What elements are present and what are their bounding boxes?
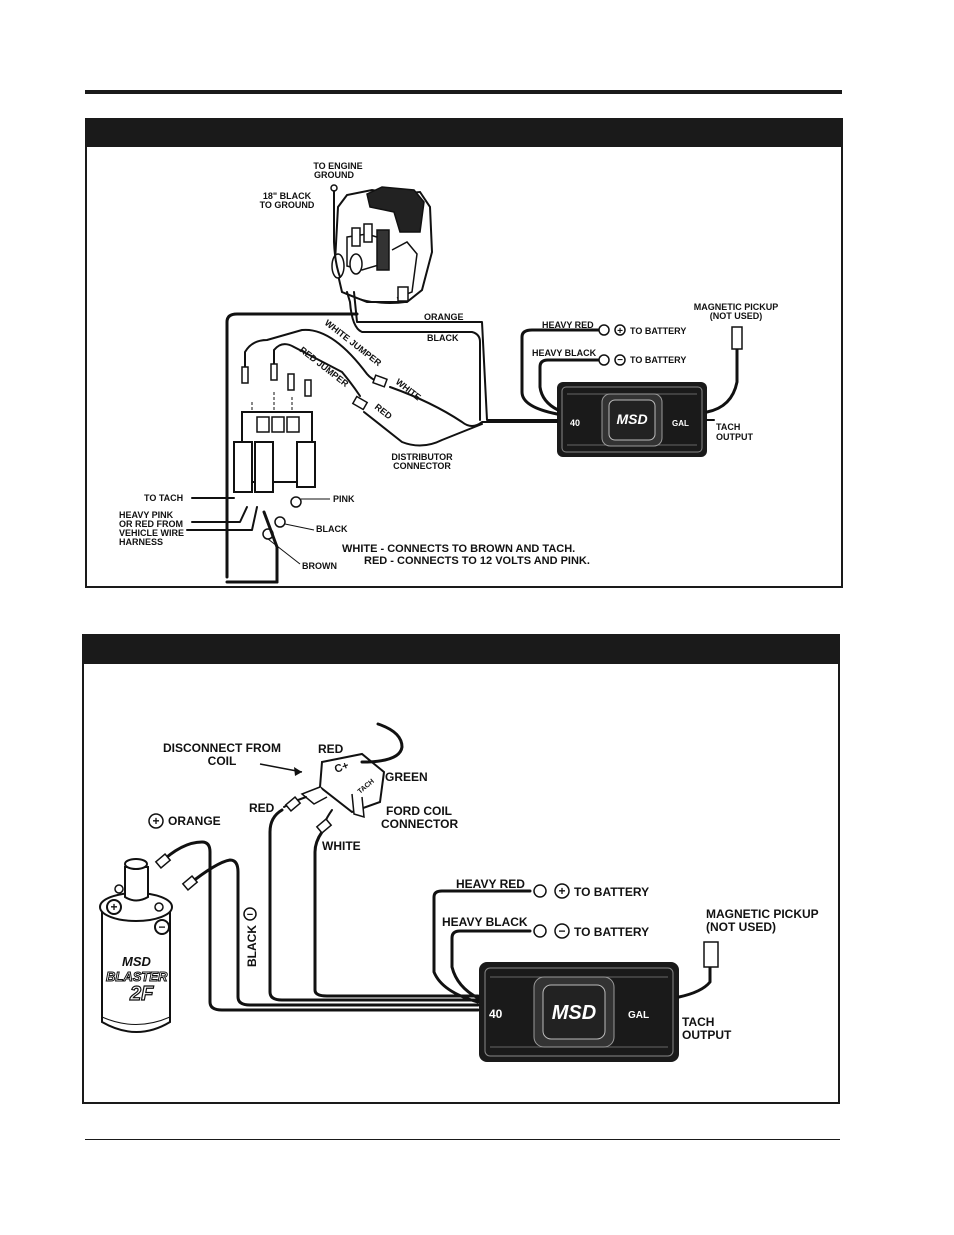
svg-text:−: − bbox=[158, 920, 165, 934]
svg-text:+: + bbox=[617, 326, 623, 337]
label-tach-output-1: TACH bbox=[682, 1015, 714, 1029]
label-black: BLACK bbox=[245, 925, 259, 967]
svg-text:+: + bbox=[110, 900, 117, 914]
label-white: WHITE bbox=[322, 839, 361, 853]
positive-icon-2 bbox=[554, 883, 570, 899]
label-heavy-pink-3: VEHICLE WIRE bbox=[119, 528, 184, 538]
coil-positive-icon bbox=[106, 899, 122, 915]
label-heavy-black: HEAVY BLACK bbox=[532, 348, 597, 358]
coil-model: BLASTER bbox=[106, 969, 168, 984]
msd-blaster-coil: + − MSD BLASTER 2F bbox=[99, 858, 173, 1033]
label-heavy-black: HEAVY BLACK bbox=[442, 915, 528, 929]
label-distributor-connector-1: DISTRIBUTOR bbox=[391, 452, 453, 462]
label-not-used: (NOT USED) bbox=[706, 920, 776, 934]
diagram-1-panel: MSD 40 GAL bbox=[85, 118, 843, 588]
box-2-logo: MSD bbox=[552, 1002, 596, 1024]
label-black-to-ground-2: TO GROUND bbox=[260, 200, 315, 210]
connector-cplus: C+ bbox=[333, 760, 351, 776]
magnetic-pickup-plug-1 bbox=[731, 326, 743, 350]
label-heavy-pink-2: OR RED FROM bbox=[119, 519, 183, 529]
box-1-logo: MSD bbox=[616, 411, 647, 427]
msd-ignition-box-2: MSD 40 GAL bbox=[479, 962, 679, 1062]
label-pink: PINK bbox=[333, 494, 355, 504]
label-white-jumper: WHITE JUMPER bbox=[323, 318, 384, 369]
note-white: WHITE - CONNECTS TO BROWN AND TACH. bbox=[342, 543, 575, 555]
coil-brand: MSD bbox=[122, 954, 152, 969]
label-red: RED bbox=[373, 402, 395, 422]
label-disconnect-2: COIL bbox=[208, 754, 237, 768]
label-ford-coil-2: CONNECTOR bbox=[381, 817, 458, 831]
svg-text:−: − bbox=[247, 909, 253, 921]
label-to-battery-neg: TO BATTERY bbox=[630, 355, 686, 365]
negative-icon-2 bbox=[554, 923, 570, 939]
label-to-battery-neg: TO BATTERY bbox=[574, 925, 649, 939]
label-tach-output-1: TACH bbox=[716, 422, 740, 432]
label-orange: ORANGE bbox=[168, 814, 221, 828]
bottom-rule bbox=[85, 1139, 840, 1140]
label-heavy-pink-4: HARNESS bbox=[119, 537, 163, 547]
diagram-2-svg: + − MSD BLASTER 2F MSD 40 GAL C+ bbox=[99, 722, 819, 1062]
label-heavy-pink-1: HEAVY PINK bbox=[119, 510, 174, 520]
black-negative-icon bbox=[243, 907, 257, 921]
label-magnetic-pickup: MAGNETIC PICKUP bbox=[694, 302, 779, 312]
svg-text:+: + bbox=[152, 814, 159, 828]
top-rule bbox=[85, 90, 842, 94]
label-disconnect-1: DISCONNECT FROM bbox=[163, 741, 281, 755]
diagram-1-svg: MSD 40 GAL bbox=[119, 161, 779, 584]
box-2-left-badge: 40 bbox=[489, 1007, 503, 1021]
label-red-top: RED bbox=[318, 742, 344, 756]
diagram-2-header-bar bbox=[84, 636, 838, 664]
label-orange: ORANGE bbox=[424, 312, 464, 322]
label-black-terminal: BLACK bbox=[316, 524, 348, 534]
label-red-left: RED bbox=[249, 801, 275, 815]
orange-positive-icon bbox=[148, 813, 164, 829]
negative-icon-1 bbox=[614, 354, 626, 366]
box-1-left-badge: 40 bbox=[570, 418, 580, 428]
label-to-engine-ground-1: TO ENGINE bbox=[313, 161, 362, 171]
label-heavy-red: HEAVY RED bbox=[542, 320, 594, 330]
label-to-tach: TO TACH bbox=[144, 493, 183, 503]
label-tach-output-2: OUTPUT bbox=[716, 432, 754, 442]
msd-ignition-box-1: MSD 40 GAL bbox=[557, 382, 707, 457]
label-black: BLACK bbox=[427, 333, 459, 343]
svg-text:−: − bbox=[617, 355, 623, 366]
ford-coil-connector: C+ TACH bbox=[300, 752, 386, 819]
label-to-engine-ground-2: GROUND bbox=[314, 170, 354, 180]
label-tach-output-2: OUTPUT bbox=[682, 1028, 732, 1042]
label-to-battery-pos: TO BATTERY bbox=[574, 885, 649, 899]
distributor-connector-block bbox=[233, 392, 316, 540]
label-green: GREEN bbox=[385, 770, 428, 784]
coil-variant: 2F bbox=[129, 983, 154, 1005]
label-black-to-ground-1: 18" BLACK bbox=[263, 191, 312, 201]
magnetic-pickup-plug-2 bbox=[703, 941, 719, 968]
svg-text:+: + bbox=[558, 884, 565, 898]
label-to-battery-pos: TO BATTERY bbox=[630, 326, 686, 336]
box-1-right-badge: GAL bbox=[672, 419, 689, 428]
coil-negative-icon bbox=[154, 919, 170, 935]
label-distributor-connector-2: CONNECTOR bbox=[393, 461, 451, 471]
diagram-2-panel: + − MSD BLASTER 2F MSD 40 GAL C+ bbox=[82, 634, 840, 1104]
label-magnetic-pickup: MAGNETIC PICKUP bbox=[706, 907, 819, 921]
hei-distributor bbox=[331, 186, 434, 304]
label-ford-coil-1: FORD COIL bbox=[386, 804, 452, 818]
box-2-right-badge: GAL bbox=[628, 1010, 649, 1021]
svg-text:−: − bbox=[558, 924, 565, 938]
positive-icon-1 bbox=[614, 324, 626, 336]
label-brown: BROWN bbox=[302, 561, 337, 571]
diagram-1-header-bar bbox=[87, 120, 841, 147]
label-heavy-red: HEAVY RED bbox=[456, 877, 525, 891]
note-red: RED - CONNECTS TO 12 VOLTS AND PINK. bbox=[364, 555, 590, 567]
label-not-used: (NOT USED) bbox=[710, 311, 763, 321]
